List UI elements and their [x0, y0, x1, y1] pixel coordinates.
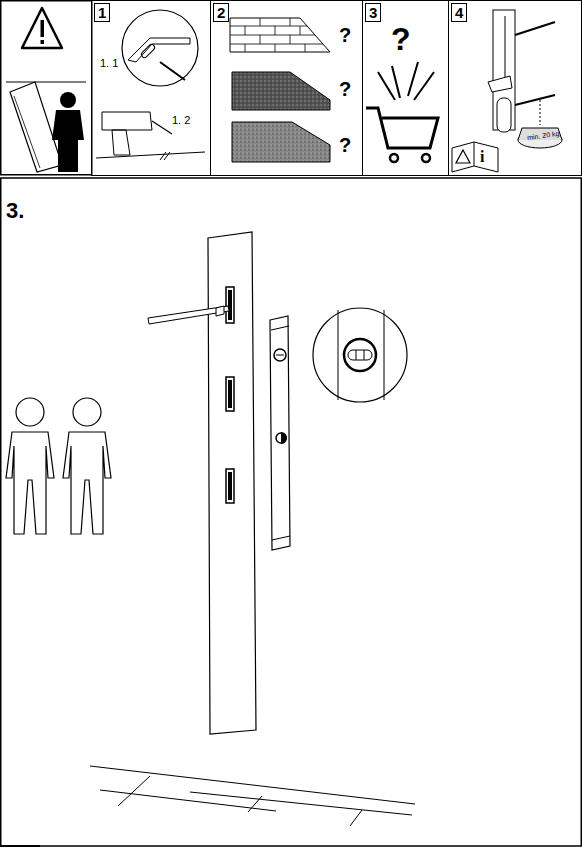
question-mark: ?: [391, 23, 411, 55]
question-mark: ?: [339, 25, 351, 45]
instruction-panel: 1 1. 1 1. 2: [91, 0, 211, 176]
step-number: 2: [213, 3, 229, 22]
step-label: 1. 2: [172, 115, 190, 126]
instruction-panel: 4 min. 20 kg: [448, 0, 582, 176]
step-title: 3.: [6, 200, 24, 222]
instruction-panel: 3?: [362, 0, 449, 176]
step-number: 3: [365, 3, 381, 22]
question-mark: ?: [339, 79, 351, 99]
instruction-panel: 2???: [210, 0, 363, 176]
info-icon-letter: i: [480, 149, 484, 165]
weight-label: min. 20 kg: [527, 130, 560, 141]
step-number: 4: [451, 3, 467, 22]
question-mark: ?: [339, 135, 351, 155]
step-label: 1. 1: [100, 58, 118, 69]
step-number: 1: [94, 3, 110, 22]
